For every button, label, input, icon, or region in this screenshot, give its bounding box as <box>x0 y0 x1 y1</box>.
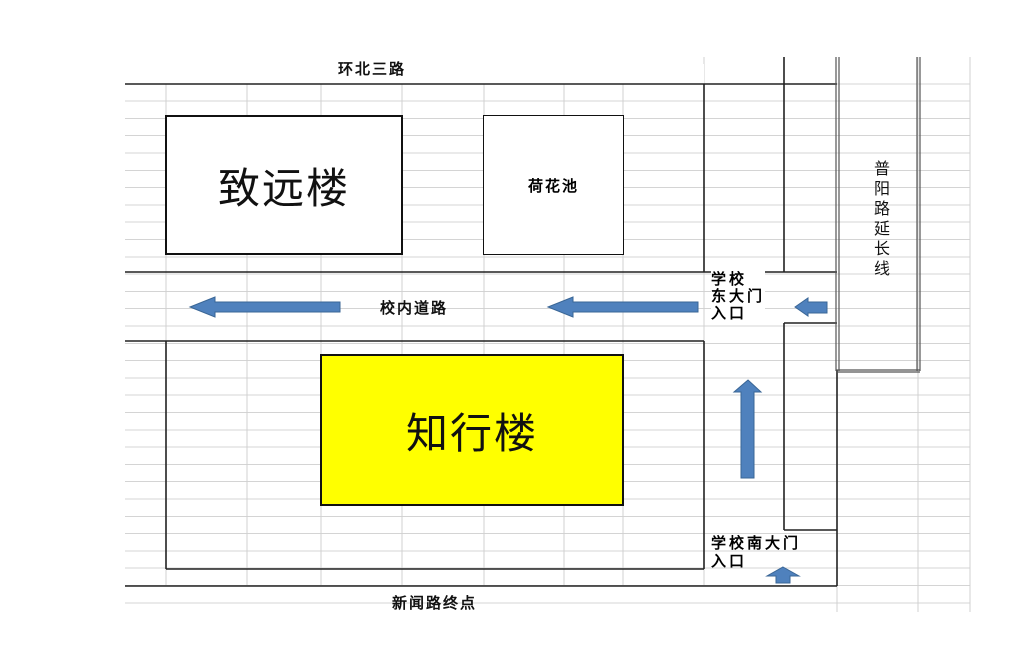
road-label-north: 环北三路 <box>338 60 407 78</box>
pond-label: 荷花池 <box>527 176 579 195</box>
building-zhixing-label: 知行楼 <box>405 408 538 458</box>
pond: 荷花池 <box>483 115 624 255</box>
road-label-east: 普阳路延长线 <box>871 160 890 280</box>
building-zhiyuan: 致远楼 <box>165 115 403 255</box>
east-road-double-border <box>835 57 921 373</box>
building-zhixing: 知行楼 <box>320 354 624 506</box>
arrow-up-south-gate <box>765 566 801 584</box>
south-gate-label: 学校南大门 入口 <box>711 534 802 570</box>
building-zhiyuan-label: 致远楼 <box>217 163 350 213</box>
arrow-up-east-road <box>732 379 763 479</box>
arrow-left-center <box>546 296 699 318</box>
road-borders <box>125 57 838 587</box>
road-label-south: 新闻路终点 <box>392 594 478 612</box>
arrow-left-west <box>188 296 341 318</box>
east-gate-label: 学校 东大门 入口 <box>711 270 766 322</box>
road-label-internal: 校内道路 <box>380 299 449 317</box>
arrow-left-east-gate <box>794 297 828 317</box>
